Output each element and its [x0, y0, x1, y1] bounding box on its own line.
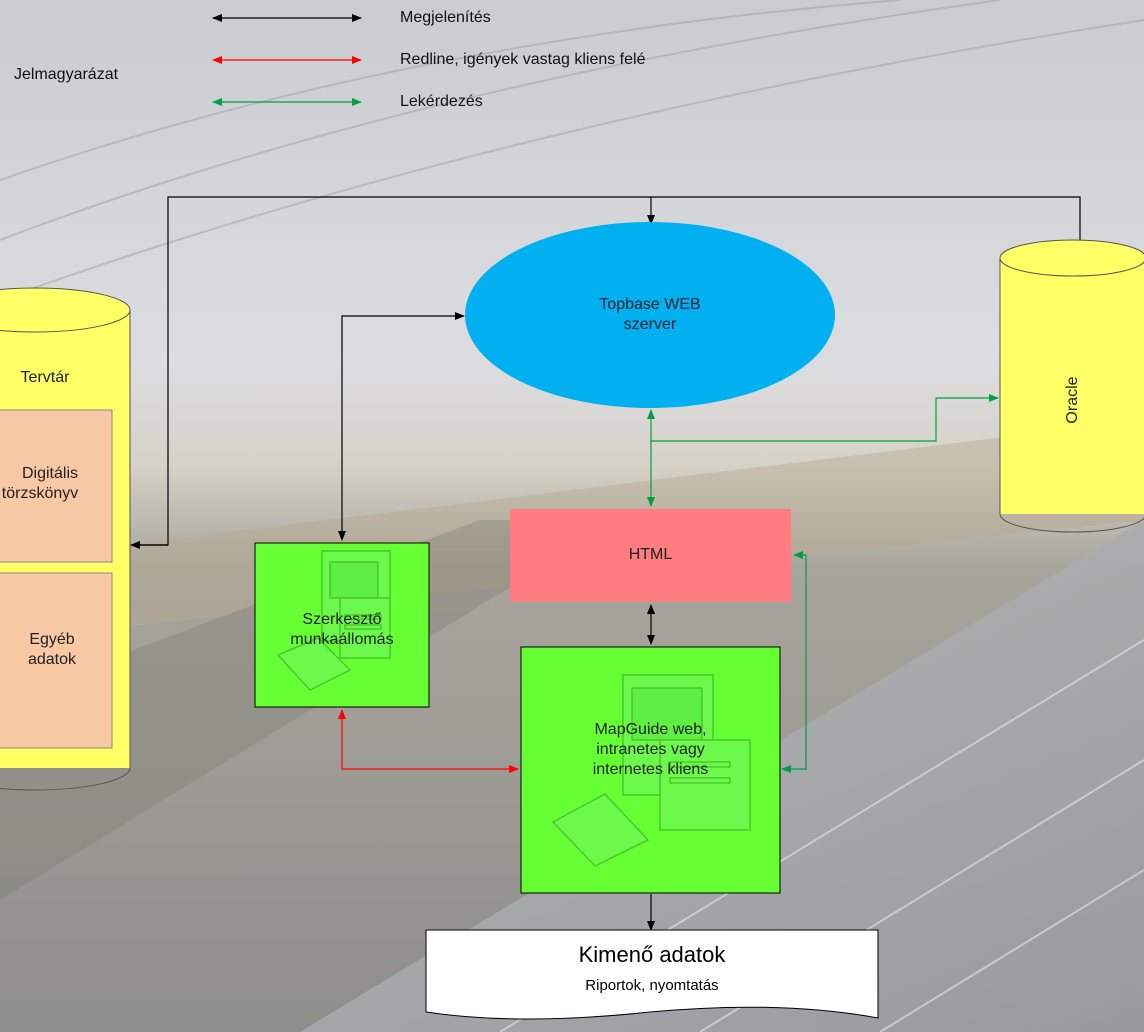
- connector-topbase-szerkeszto: [338, 312, 465, 541]
- html-label: HTML: [628, 546, 673, 563]
- kimeno-title: Kimenő adatok: [578, 942, 726, 967]
- legend-title: Jelmagyarázat: [14, 66, 119, 83]
- connector-szerkeszto-mapguide: [338, 709, 519, 773]
- legend-label-megjelenites: Megjelenítés: [400, 9, 491, 26]
- digitalis-torzskonyv-box: [0, 409, 113, 563]
- szerkeszto-box: [254, 542, 430, 708]
- connector-mapguide-html-green: [781, 551, 807, 773]
- topbase-label: Topbase WEB szerver: [530, 295, 770, 335]
- oracle-cylinder: [999, 239, 1144, 533]
- topbase-label-line1: Topbase WEB: [599, 296, 701, 313]
- topbase-label-line2: szerver: [623, 316, 677, 333]
- tervtar-title: Tervtár: [20, 369, 70, 386]
- egyeb-adatok-box: [0, 572, 113, 749]
- legend-label-redline: Redline, igények vastag kliens felé: [400, 51, 646, 68]
- digitalis-label: Digitális törzskönyv: [0, 464, 120, 504]
- mapguide-box: [520, 646, 781, 894]
- computer-icon: [551, 674, 751, 867]
- html-box: [510, 509, 791, 602]
- connector-html-oracle: [651, 394, 999, 442]
- digitalis-label-line2: törzskönyv: [1, 485, 79, 502]
- mapguide-label-line1: MapGuide web,: [594, 721, 707, 738]
- szerkeszto-label: Szerkesztő munkaállomás: [255, 610, 429, 650]
- egyeb-label-line2: adatok: [27, 651, 77, 668]
- computer-icon: [276, 550, 391, 691]
- legend-label-lekerdezes: Lekérdezés: [400, 93, 483, 110]
- mapguide-label-line2: intranetes vagy: [596, 741, 705, 758]
- egyeb-label: Egyéb adatok: [0, 630, 122, 670]
- egyeb-label-line1: Egyéb: [29, 631, 75, 648]
- oracle-label: Oracle: [1064, 376, 1081, 424]
- mapguide-label: MapGuide web, intranetes vagy internetes…: [521, 720, 780, 780]
- mapguide-label-line3: internetes kliens: [592, 761, 709, 778]
- kimeno-subtitle: Riportok, nyomtatás: [585, 977, 719, 994]
- digitalis-label-line1: Digitális: [21, 465, 78, 482]
- kimeno-adatok-document: [425, 929, 879, 1020]
- topbase-web-server-ellipse: [465, 222, 835, 408]
- szerkeszto-label-line1: Szerkesztő: [302, 611, 382, 628]
- szerkeszto-label-line2: munkaállomás: [290, 631, 394, 648]
